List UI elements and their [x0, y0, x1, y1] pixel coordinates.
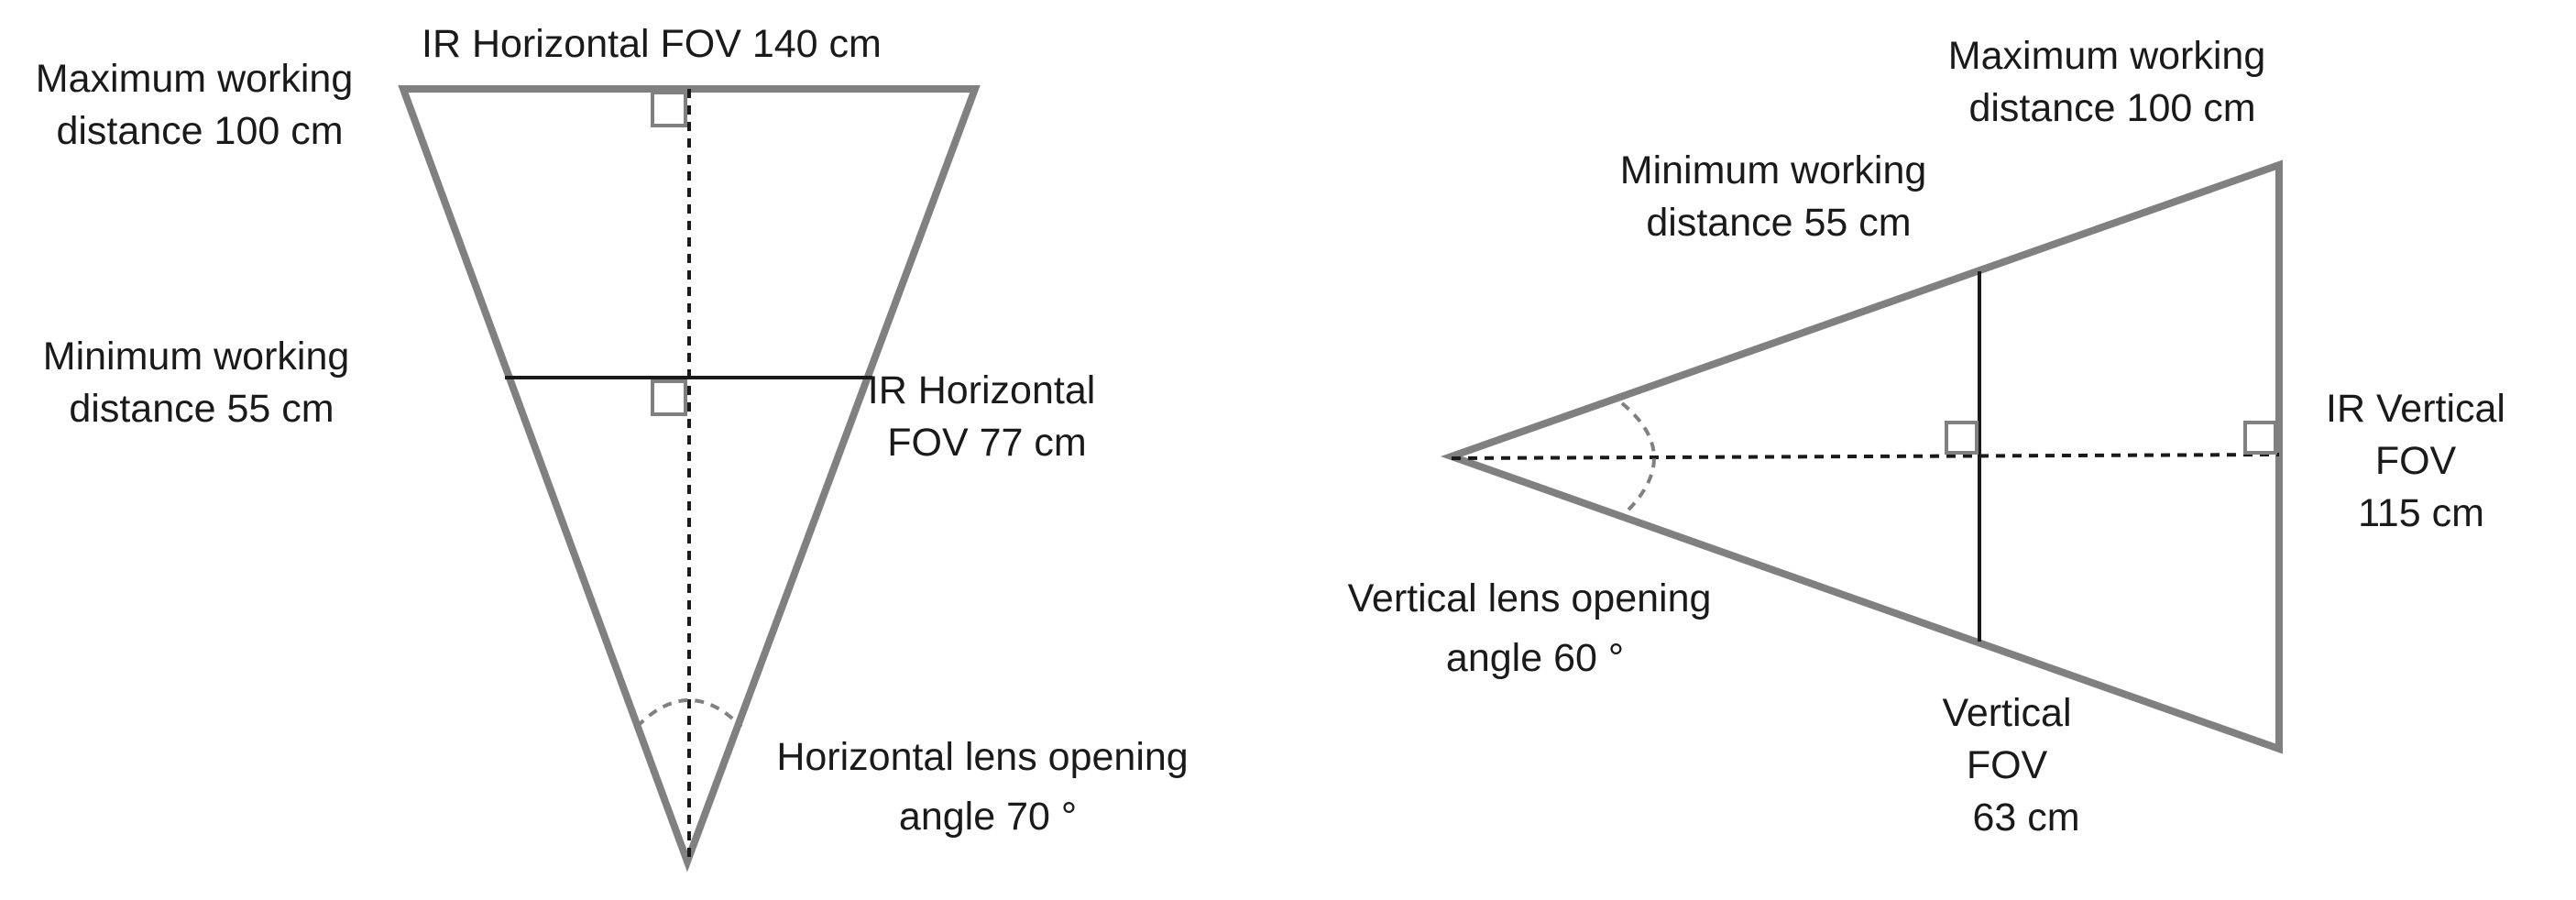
vertical-fov-max-label: IR Vertical FOV 115 cm: [2326, 387, 2516, 535]
vertical-max-distance-label: Maximum working distance 100 cm: [1948, 34, 2276, 130]
vertical-center-axis: [1451, 453, 2280, 460]
vertical-fov-figure: [1440, 159, 2283, 754]
horizontal-max-distance-label: Maximum working distance 100 cm: [36, 57, 364, 153]
right-angle-marker-mid: [651, 379, 687, 416]
horizontal-angle-arc: [635, 698, 743, 729]
vertical-fov-min-label: Vertical FOV 63 cm: [1943, 691, 2083, 840]
vertical-fov-triangle: [1440, 159, 2283, 754]
vertical-angle-arc: [1620, 401, 1656, 518]
right-angle-marker-max: [2243, 421, 2277, 455]
right-angle-marker-top: [651, 91, 687, 127]
horizontal-fov-max-label: IR Horizontal FOV 140 cm: [422, 22, 882, 66]
vertical-angle-label: Vertical lens opening angle 60 °: [1348, 576, 1723, 680]
horizontal-min-distance-label: Minimum working distance 55 cm: [43, 335, 360, 431]
right-angle-marker-min: [1945, 421, 1979, 455]
horizontal-angle-label: Horizontal lens opening angle 70 °: [776, 735, 1199, 839]
horizontal-fov-figure: [398, 85, 981, 873]
vertical-min-distance-label: Minimum working distance 55 cm: [1620, 148, 1937, 245]
horizontal-fov-min-label: IR Horizontal FOV 77 cm: [868, 368, 1106, 465]
